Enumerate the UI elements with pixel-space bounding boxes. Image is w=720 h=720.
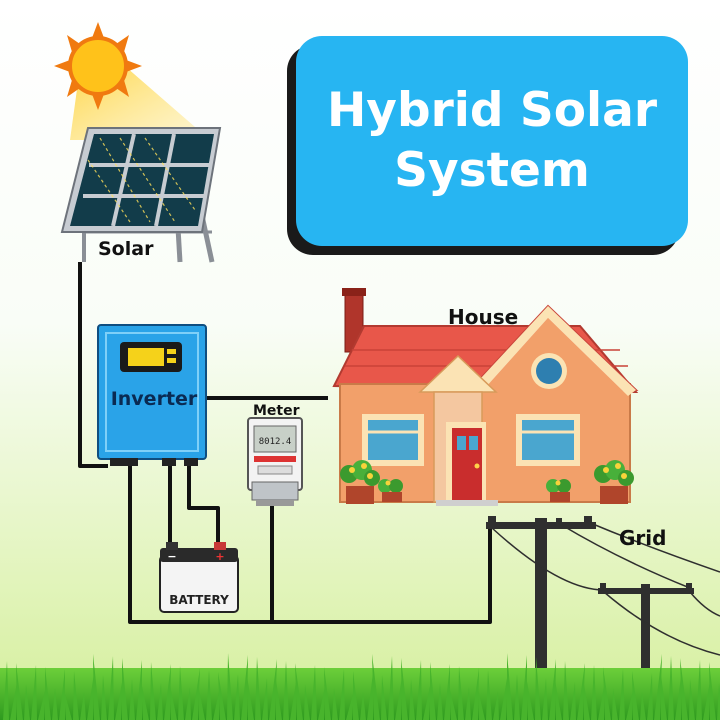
house-label: House <box>448 305 519 329</box>
inverter <box>97 324 207 466</box>
battery-neg-sign: − <box>167 550 176 563</box>
grid-label: Grid <box>619 526 667 550</box>
wiring <box>78 262 492 624</box>
utility-pole-far <box>598 583 694 720</box>
power-lines <box>491 521 720 656</box>
grass <box>0 653 720 720</box>
title-line-1: Hybrid Solar <box>326 83 658 138</box>
solar-label: Solar <box>98 238 154 260</box>
solar-panel <box>60 127 222 263</box>
battery-label: BATTERY <box>169 593 229 607</box>
flower-pot-left <box>340 460 380 504</box>
flower-pot-right <box>594 460 634 504</box>
electric-meter: 8012.4 <box>247 417 303 506</box>
meter-label: Meter <box>253 403 300 419</box>
meter-readout: 8012.4 <box>259 437 292 447</box>
house <box>332 288 639 506</box>
sun-icon <box>54 22 142 110</box>
inverter-label: Inverter <box>110 388 198 410</box>
battery-icon: + − BATTERY <box>159 542 239 613</box>
title-card: Hybrid Solar System <box>296 36 688 246</box>
flower-pot-center-left <box>378 479 403 502</box>
title-line-2: System <box>394 143 590 198</box>
battery-pos-sign: + <box>215 550 224 563</box>
flower-pot-center-right <box>546 479 571 502</box>
